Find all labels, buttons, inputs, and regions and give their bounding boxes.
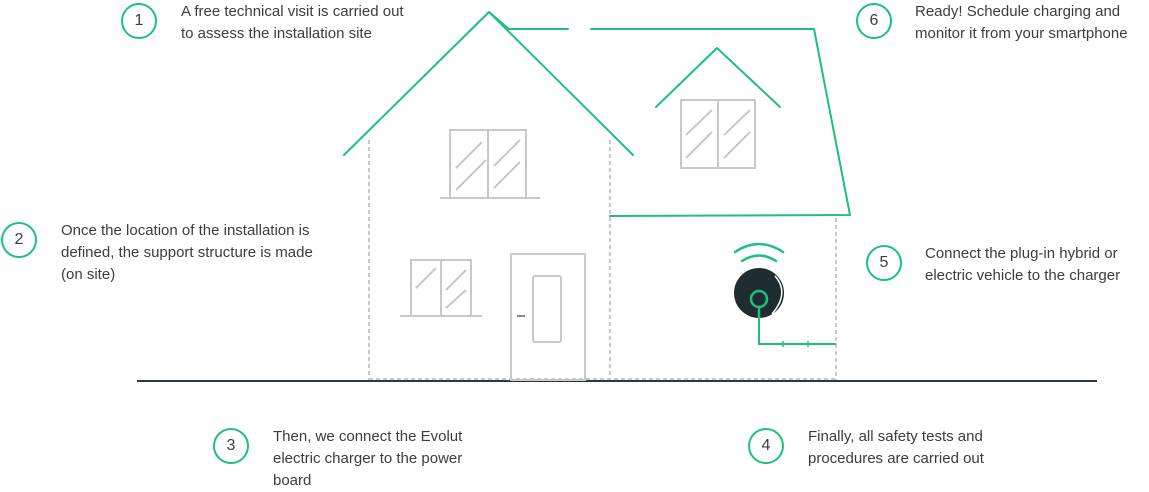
step-number-badge: 1 — [121, 3, 157, 39]
step-number-badge: 3 — [213, 428, 249, 464]
step-text: Finally, all safety tests and procedures… — [808, 428, 984, 467]
step-number-badge: 4 — [748, 428, 784, 464]
step-text: Connect the plug-in hybrid or electric v… — [925, 245, 1121, 284]
step-number-badge: 5 — [866, 245, 902, 281]
step-text: Ready! Schedule charging and monitor it … — [915, 3, 1128, 42]
front-door — [510, 253, 586, 381]
step-number-badge: 2 — [1, 222, 37, 258]
window-lower-left — [400, 259, 482, 317]
step-text: Then, we connect the Evolut electric cha… — [273, 428, 463, 489]
step-number-badge: 6 — [856, 3, 892, 39]
house-walls — [368, 140, 837, 380]
power-cable — [758, 318, 836, 345]
roof-outline — [343, 11, 851, 217]
step-text: Once the location of the installation is… — [61, 222, 313, 283]
charger-device — [734, 268, 784, 318]
window-upper-left — [440, 129, 540, 199]
window-dormer — [680, 99, 756, 169]
wifi-signal-icon — [733, 242, 785, 263]
step-text: A free technical visit is carried out to… — [181, 3, 404, 42]
